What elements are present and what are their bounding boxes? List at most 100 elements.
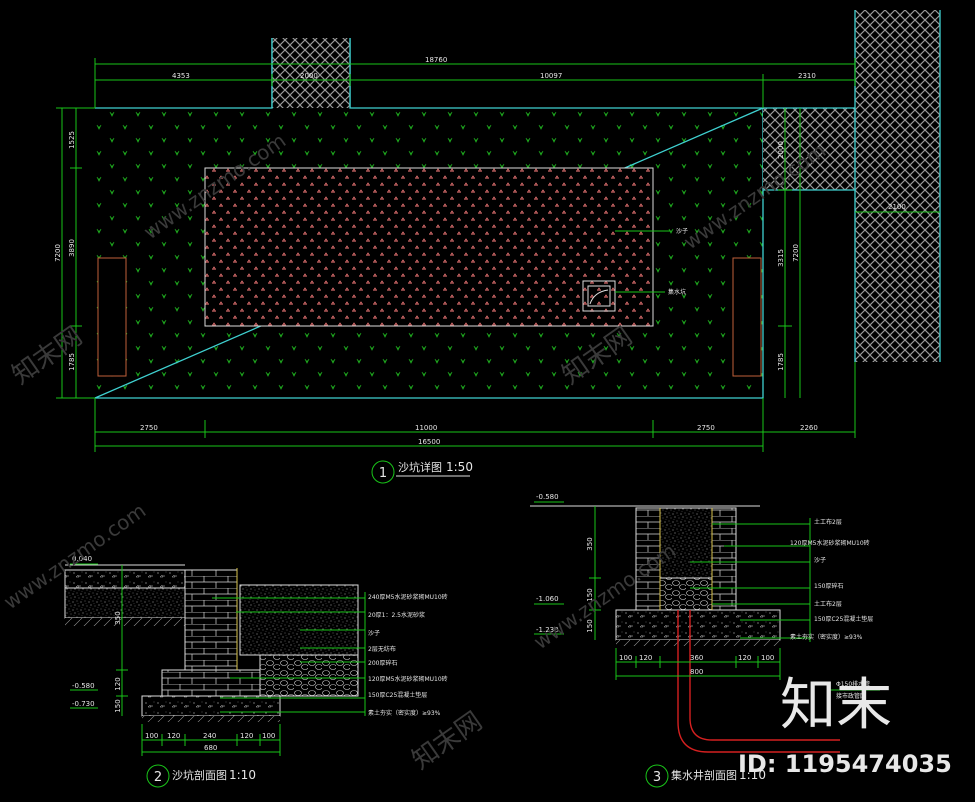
dim-top-a: 4353 [172, 72, 190, 80]
s2-label-5: 200厚碎石 [368, 659, 397, 667]
paving-strip-edge [763, 10, 941, 362]
title-circle-3 [645, 764, 669, 788]
title-text-1: 沙坑详图 [398, 460, 442, 474]
s2-path-base [64, 587, 186, 619]
s3-dim-v-3: 150 [586, 619, 594, 632]
s2-elev-top: 0.040 [72, 555, 92, 563]
title-text-2: 沙坑剖面图 [172, 768, 227, 782]
dim-lines-left [56, 107, 95, 399]
s2-label-3: 沙子 [368, 630, 380, 637]
dim-top-total: 18760 [425, 56, 447, 64]
s3-dim-b5: 100 [761, 654, 774, 662]
bench-left [97, 257, 127, 377]
s2-dim-b5: 100 [262, 732, 275, 740]
s3-label-6: 150厚C25混凝土垫层 [814, 615, 873, 623]
s3-leaders [690, 518, 811, 642]
plan-view: 沙子 集水坑 18760 4353 2000 10097 2310 2750 [54, 10, 941, 484]
s2-dim-v-1: 350 [114, 611, 122, 624]
s2-dim-b3: 240 [203, 732, 216, 740]
title-number-3: 3 [653, 770, 661, 785]
title-circle-2 [146, 764, 170, 788]
dim-bottom-d: 2260 [800, 424, 818, 432]
bench-right [732, 257, 762, 377]
dim-bottom-c: 2750 [697, 424, 715, 432]
section-3: 土工布2层 120厚M5水泥砂浆砌MU10砖 沙子 150厚碎石 土工布2层 1… [530, 493, 880, 788]
dim-lines-right [778, 108, 801, 398]
s3-label-4: 150厚碎石 [814, 582, 843, 590]
s3-dim-bottom-lines [615, 648, 781, 680]
s2-elev-low: -0.730 [72, 700, 95, 708]
title-number-2: 2 [154, 770, 162, 785]
dim-left-a: 1525 [68, 131, 76, 149]
dim-top-b: 2000 [300, 72, 318, 80]
s2-dim-v-2: 120 [114, 677, 122, 690]
title-scale-1: 1:50 [446, 460, 473, 474]
s3-label-8: Φ150排水管 [836, 680, 870, 688]
s2-brick-footing [161, 669, 261, 697]
s3-elev-top: -0.580 [536, 493, 559, 501]
s2-dim-total: 680 [204, 744, 217, 752]
s2-label-1: 240厚M5水泥砂浆砌MU10砖 [368, 593, 448, 601]
s2-dim-b2: 120 [167, 732, 180, 740]
sump-well-inner [587, 285, 611, 307]
s3-drain-pipe [677, 610, 840, 753]
watermark-id: ID: 1195474035 [738, 750, 952, 778]
dim-bottom-total: 16500 [418, 438, 440, 446]
s2-sand [239, 584, 359, 656]
dim-right-total: 7200 [792, 244, 800, 262]
dim-right-b: 3315 [777, 249, 785, 267]
dim-lines-bottom [94, 362, 856, 452]
s3-dim-v-1: 350 [586, 537, 594, 550]
s2-soil-left [65, 618, 185, 626]
sump-well-mark [589, 289, 609, 305]
s3-dim-b4: 120 [738, 654, 751, 662]
s2-brick-wall [184, 569, 238, 671]
s2-label-2: 20厚1：2.5水泥砂浆 [368, 611, 425, 619]
dim-bottom-b: 11000 [415, 424, 437, 432]
s3-concrete-pad [615, 609, 781, 641]
paving-stub-edge [271, 38, 351, 108]
s2-label-7: 150厚C25混凝土垫层 [368, 691, 427, 699]
s3-brick-right [711, 507, 737, 611]
dim-right-c: 1785 [777, 353, 785, 371]
s3-elev-marks [534, 501, 601, 640]
dim-left-total: 7200 [54, 244, 62, 262]
s3-label-1: 土工布2层 [814, 518, 842, 526]
s2-label-4: 2层无纺布 [368, 645, 396, 653]
s2-gravel [259, 654, 359, 697]
section-2: 240厚M5水泥砂浆砌MU10砖 20厚1：2.5水泥砂浆 沙子 2层无纺布 2… [64, 555, 448, 788]
s3-label-7: 素土夯实（密实度）≥93% [790, 633, 863, 641]
dim-2100: 2100 [888, 203, 906, 211]
label-well: 集水坑 [668, 288, 686, 296]
s3-dim-v-2: 150 [586, 588, 594, 601]
dim-left-c: 1785 [68, 353, 76, 371]
title-number-1: 1 [379, 466, 387, 481]
s2-elev-mid: -0.580 [72, 682, 95, 690]
s3-elev-mid: -1.060 [536, 595, 559, 603]
watermark-brand-big: 知末 [780, 673, 892, 738]
title-scale-2: 1:10 [229, 768, 256, 782]
s2-label-6: 120厚M5水泥砂浆砌MU10砖 [368, 675, 448, 683]
s3-gravel [659, 577, 713, 611]
s3-soil-bottom [616, 640, 780, 646]
dim-bottom-a: 2750 [140, 424, 158, 432]
s3-label-5: 土工布2层 [814, 600, 842, 608]
title-text-3: 集水井剖面图 [671, 768, 737, 782]
s3-dim-total: 800 [690, 668, 703, 676]
s2-concrete-pad [141, 695, 281, 717]
s2-dim-b4: 120 [240, 732, 253, 740]
s3-elev-low: -1.230 [536, 626, 559, 634]
s3-label-2: 120厚M5水泥砂浆砌MU10砖 [790, 539, 870, 547]
s2-dim-v-3: 150 [114, 699, 122, 712]
title-circle-1 [371, 460, 395, 484]
s2-path-slab [64, 569, 186, 589]
sump-well [582, 280, 616, 312]
s2-elev-marks [70, 563, 128, 716]
s3-dim-b3: 360 [690, 654, 703, 662]
sandbox-sand [204, 167, 654, 327]
s3-dim-b1: 100 [619, 654, 632, 662]
dim-top-d: 2310 [798, 72, 816, 80]
s2-dim-b1: 100 [145, 732, 158, 740]
